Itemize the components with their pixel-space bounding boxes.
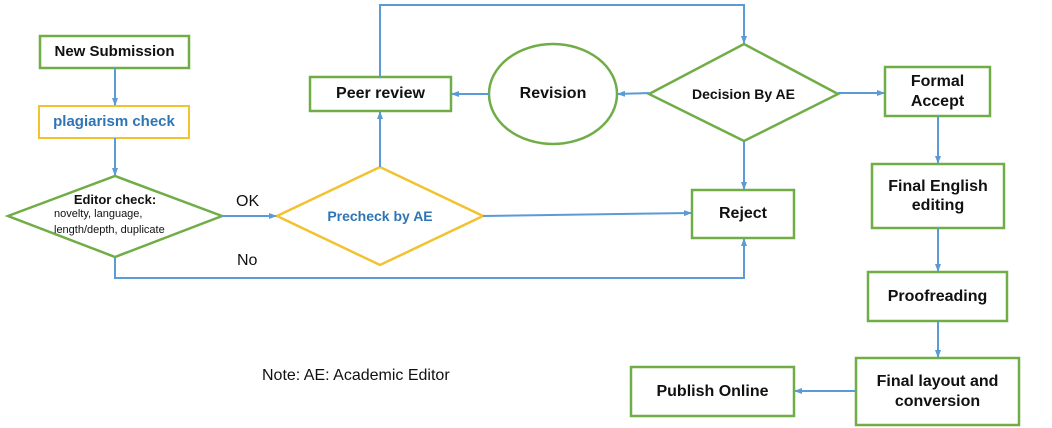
final-layout-line-2: conversion	[894, 392, 981, 410]
proofreading-label: Proofreading	[887, 287, 988, 305]
formal-accept-line-2: Accept	[910, 92, 965, 110]
formal-accept-line-1: Formal	[910, 73, 965, 91]
final-layout-label: Final layout and conversion	[856, 358, 1019, 425]
arrow-editor-reject	[114, 238, 747, 279]
peer-review-label: Peer review	[336, 85, 425, 103]
revision-label: Revision	[519, 85, 587, 103]
reject-label: Reject	[718, 205, 768, 223]
edge-label-no: No	[237, 252, 258, 269]
precheck-label: Precheck by AE	[327, 207, 433, 224]
final-english-line-1: Final English	[888, 177, 988, 195]
new-submission-label: New Submission	[54, 43, 175, 60]
arrow-decision-revision	[617, 90, 650, 97]
note-text: Note: AE: Academic Editor	[262, 367, 450, 384]
publish-online-label: Publish Online	[656, 382, 769, 400]
arrow-peer-decision	[379, 4, 747, 77]
formal-accept-label: Formal Accept	[885, 67, 990, 116]
editor-check-detail-2: length/depth, duplicate	[54, 224, 165, 236]
decision-label: Decision By AE	[692, 85, 795, 102]
editor-check-details: novelty, language, length/depth, duplica…	[54, 206, 165, 238]
plagiarism-check-label: plagiarism check	[53, 113, 175, 130]
arrow-precheck-reject	[482, 210, 692, 217]
editor-check-detail-1: novelty, language,	[54, 208, 143, 220]
final-english-line-2: editing	[911, 197, 965, 214]
editor-check-title: Editor check:	[73, 192, 157, 208]
edge-label-ok: OK	[236, 193, 260, 210]
final-english-label: Final English editing	[872, 164, 1004, 228]
final-layout-line-1: Final layout and	[876, 373, 999, 391]
